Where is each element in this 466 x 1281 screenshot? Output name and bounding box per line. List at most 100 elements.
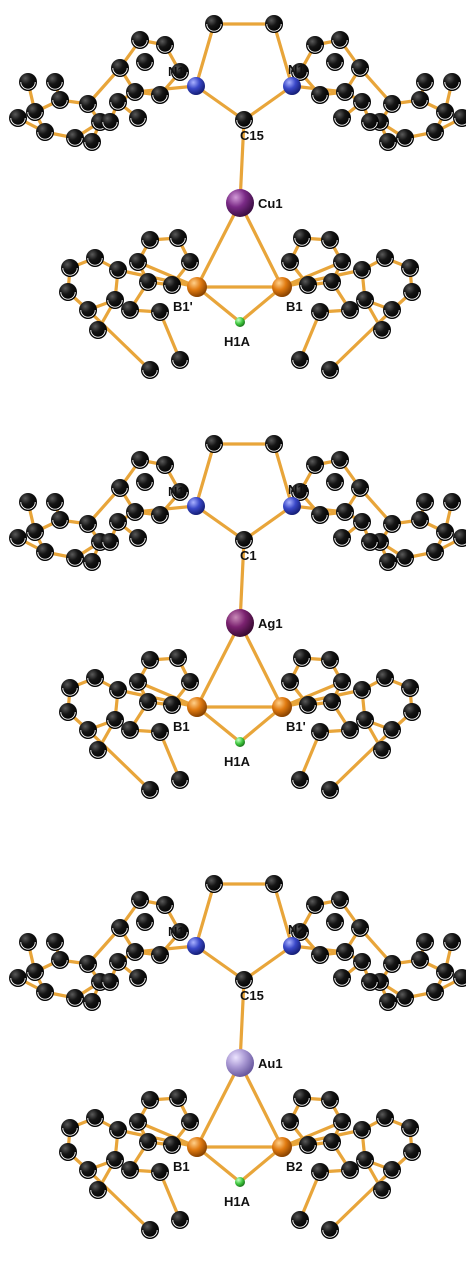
atom-outline — [87, 1117, 103, 1126]
bond — [116, 688, 199, 709]
carbon-atom — [121, 1161, 139, 1179]
atom-outline — [182, 1121, 198, 1130]
atom-outline — [402, 267, 418, 276]
atom-outline — [170, 237, 186, 246]
carbon-atom — [129, 673, 147, 691]
carbon-atom — [411, 511, 429, 529]
atom-outline — [10, 537, 26, 546]
atom-outline — [357, 1159, 373, 1168]
atom-outline — [404, 291, 420, 300]
carbon-atom — [323, 1133, 341, 1151]
atom-outline — [374, 749, 390, 758]
carbon-atom — [109, 93, 127, 111]
carbon-atom — [341, 1161, 359, 1179]
atom-outline — [110, 101, 126, 110]
carbon-atom — [19, 73, 37, 91]
atom-outline — [454, 117, 466, 126]
carbon-atom — [101, 113, 119, 131]
atom-outline — [90, 749, 106, 758]
bond — [238, 1061, 284, 1149]
carbon-atom — [26, 103, 44, 121]
atom-outline — [47, 941, 63, 950]
atom-outline — [437, 111, 453, 120]
carbon-atom — [291, 483, 309, 501]
atom-outline — [354, 689, 370, 698]
atom-outline — [334, 117, 350, 126]
atom-outline — [437, 531, 453, 540]
carbon-atom — [46, 933, 64, 951]
carbon-atom — [181, 253, 199, 271]
carbon-atom — [136, 913, 154, 931]
carbon-atom — [306, 456, 324, 474]
carbon-atom — [36, 983, 54, 1001]
atom-outline — [362, 121, 378, 130]
carbon-atom — [356, 1151, 374, 1169]
atom-outline — [342, 729, 358, 738]
carbon-atom — [163, 696, 181, 714]
carbon-atom — [141, 781, 159, 799]
atom-outline — [110, 1129, 126, 1138]
carbon-atom — [109, 1121, 127, 1139]
label-carbene-carbon: C15 — [240, 988, 264, 1003]
atom-outline — [164, 704, 180, 713]
atom-outline — [90, 1189, 106, 1198]
bond — [280, 260, 344, 289]
boron-atom — [272, 1137, 292, 1157]
carbon-atom — [151, 86, 169, 104]
atom-outline — [324, 1141, 340, 1150]
atom-outline — [282, 1121, 298, 1130]
carbon-atom — [61, 679, 79, 697]
atom-outline — [354, 961, 370, 970]
carbon-atom — [265, 435, 283, 453]
atom-outline — [374, 329, 390, 338]
atom-outline — [107, 299, 123, 308]
atom-outline — [37, 551, 53, 560]
carbon-atom — [131, 31, 149, 49]
bond — [194, 944, 246, 982]
carbon-atom — [293, 649, 311, 667]
carbon-atom — [341, 301, 359, 319]
bond — [194, 84, 246, 122]
carbon-atom — [403, 703, 421, 721]
atom-outline — [157, 904, 173, 913]
bond — [328, 1168, 394, 1232]
atom-outline — [62, 687, 78, 696]
carbon-atom — [353, 1121, 371, 1139]
atom-outline — [354, 1129, 370, 1138]
carbon-atom — [379, 133, 397, 151]
carbon-atom — [376, 669, 394, 687]
carbon-atom — [291, 351, 309, 369]
carbon-atom — [129, 253, 147, 271]
label-carbene-carbon: C15 — [240, 128, 264, 143]
atom-outline — [52, 959, 68, 968]
atom-outline — [130, 261, 146, 270]
atom-outline — [322, 659, 338, 668]
boron-atom — [187, 277, 207, 297]
bond — [280, 1128, 364, 1149]
carbon-atom — [83, 993, 101, 1011]
bond — [242, 504, 294, 542]
atom-outline — [324, 281, 340, 290]
atom-outline — [110, 961, 126, 970]
atom-outline — [397, 557, 413, 566]
atom-outline — [337, 511, 353, 520]
carbon-atom — [396, 989, 414, 1007]
label-hydride: H1A — [224, 754, 251, 769]
atom-outline — [60, 711, 76, 720]
carbon-atom — [416, 933, 434, 951]
atom-outline — [142, 789, 158, 798]
atom-outline — [60, 1151, 76, 1160]
carbon-atom — [373, 321, 391, 339]
carbon-atom — [299, 276, 317, 294]
atom-outline — [266, 883, 282, 892]
label-boron-left: B1 — [173, 719, 190, 734]
atom-outline — [292, 71, 308, 80]
nitrogen-atom — [187, 937, 205, 955]
bond — [242, 944, 294, 982]
atom-outline — [377, 1117, 393, 1126]
atom-outline — [20, 81, 36, 90]
atom-outline — [322, 239, 338, 248]
atom-outline — [377, 677, 393, 686]
atom-outline — [172, 491, 188, 500]
